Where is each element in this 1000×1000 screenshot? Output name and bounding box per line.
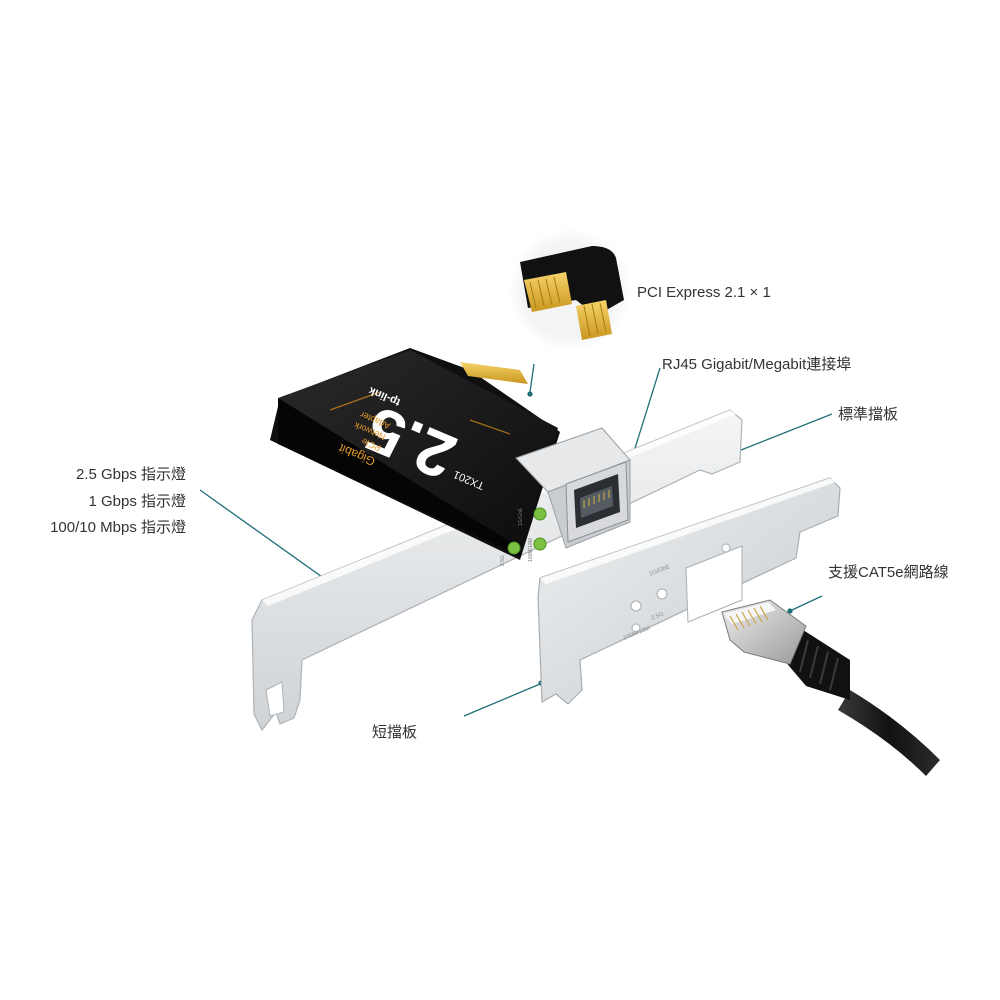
- label-standard-bracket: 標準擋板: [838, 406, 899, 423]
- leader-standard-bracket: [735, 413, 833, 453]
- cat5e-cable: [721, 599, 940, 776]
- label-led-1gbps: 1 Gbps 指示燈: [88, 493, 186, 510]
- bracket-led-text-100: 100M/10M: [528, 538, 534, 562]
- label-cat5e-support: 支援CAT5e網路線: [828, 564, 949, 581]
- label-pci-express: PCI Express 2.1 × 1: [637, 284, 771, 301]
- short-bracket-text-c: 2.5G: [651, 611, 666, 622]
- led-2-5g-dot: [533, 537, 547, 551]
- label-short-bracket: 短擋板: [372, 724, 418, 741]
- label-led-100-10mbps: 100/10 Mbps 指示燈: [50, 519, 186, 536]
- label-led-2-5gbps: 2.5 Gbps 指示燈: [75, 466, 186, 483]
- pcie-zoom-callout: [508, 228, 632, 352]
- rj45-port: [515, 427, 631, 549]
- leader-cat5e: [791, 595, 823, 611]
- adapter-card: 2.5 Gigabit PCIe Network Adapter TX201 t…: [270, 348, 560, 560]
- short-bracket: 1G/GbE 100M/10M 2.5G: [537, 477, 841, 705]
- leader-pci: [529, 363, 535, 393]
- bracket-led-text-1g: 1G/GbE: [518, 507, 524, 526]
- label-rj45-port: RJ45 Gigabit/Megabit連接埠: [662, 356, 852, 373]
- pcie-gold-contacts: [524, 272, 612, 340]
- leader-short-bracket: [463, 683, 541, 717]
- led-indicators: 1G/GbE 100M/10M 2.5G: [500, 507, 547, 566]
- led-1g-dot: [533, 507, 547, 521]
- bracket-led-text-25: 2.5G: [500, 555, 506, 566]
- led-100m-dot: [507, 541, 521, 555]
